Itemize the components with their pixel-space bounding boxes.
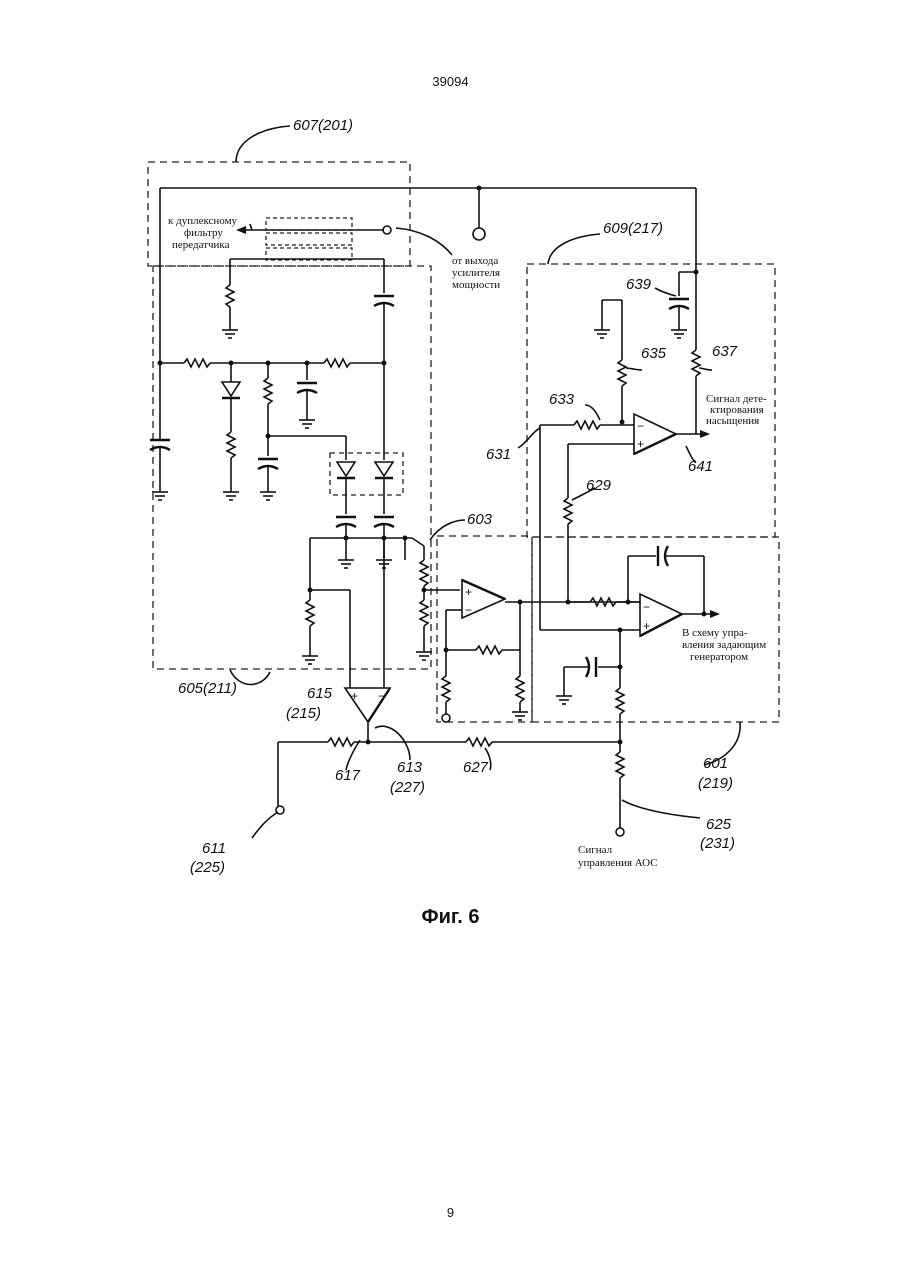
saturation-label-3: насыщения bbox=[706, 415, 759, 427]
from-amp-label-2: усилителя bbox=[452, 267, 500, 279]
detector-network bbox=[150, 259, 460, 688]
label-641: 641 bbox=[688, 458, 713, 475]
label-627: 627 bbox=[463, 759, 489, 776]
oscillator-label-3: генератором bbox=[690, 651, 748, 663]
label-633: 633 bbox=[549, 391, 575, 408]
svg-text:+: + bbox=[351, 689, 358, 703]
label-607: 607(201) bbox=[293, 117, 353, 134]
label-611-alt: (225) bbox=[190, 859, 225, 876]
duplex-label-2: фильтру bbox=[184, 227, 223, 239]
label-601: 601 bbox=[703, 755, 728, 772]
label-631: 631 bbox=[486, 446, 511, 463]
figure-caption: Фиг. 6 bbox=[0, 906, 901, 929]
label-611: 611 bbox=[202, 840, 226, 857]
label-605: 605(211) bbox=[178, 680, 237, 697]
label-613-alt: (227) bbox=[390, 779, 425, 796]
label-601-alt: (219) bbox=[698, 775, 733, 792]
svg-text:−: − bbox=[637, 419, 644, 433]
label-613: 613 bbox=[397, 759, 423, 776]
saturation-detector-609: − + bbox=[540, 270, 710, 631]
integrator-601: − + bbox=[556, 546, 720, 836]
duplex-label-1: к дуплексному bbox=[168, 215, 238, 227]
svg-text:−: − bbox=[378, 689, 385, 703]
from-amp-label-3: мощности bbox=[452, 279, 500, 291]
label-629: 629 bbox=[586, 477, 612, 494]
label-637: 637 bbox=[712, 343, 738, 360]
svg-text:+: + bbox=[465, 585, 472, 599]
label-639: 639 bbox=[626, 276, 652, 293]
label-625: 625 bbox=[706, 816, 732, 833]
agc-label-2: управления АОС bbox=[578, 857, 658, 869]
from-amp-label-1: от выхода bbox=[452, 255, 498, 267]
oscillator-label-2: вления задающим bbox=[682, 639, 766, 651]
svg-text:+: + bbox=[643, 619, 650, 633]
label-635: 635 bbox=[641, 345, 667, 362]
directional-coupler bbox=[230, 218, 391, 260]
page-number: 9 bbox=[0, 1205, 901, 1220]
comparator-615: + − bbox=[276, 688, 620, 814]
label-615-alt: (215) bbox=[286, 705, 321, 722]
label-615: 615 bbox=[307, 685, 333, 702]
svg-text:−: − bbox=[465, 603, 472, 617]
agc-label-1: Сигнал bbox=[578, 844, 613, 856]
label-609: 609(217) bbox=[603, 220, 663, 237]
label-625-alt: (231) bbox=[700, 835, 735, 852]
label-603: 603 bbox=[467, 511, 493, 528]
svg-text:−: − bbox=[643, 600, 650, 614]
oscillator-label-1: В схему упра- bbox=[682, 627, 748, 639]
svg-text:+: + bbox=[637, 437, 644, 451]
label-617: 617 bbox=[335, 767, 361, 784]
duplex-label-3: передатчика bbox=[172, 239, 230, 251]
